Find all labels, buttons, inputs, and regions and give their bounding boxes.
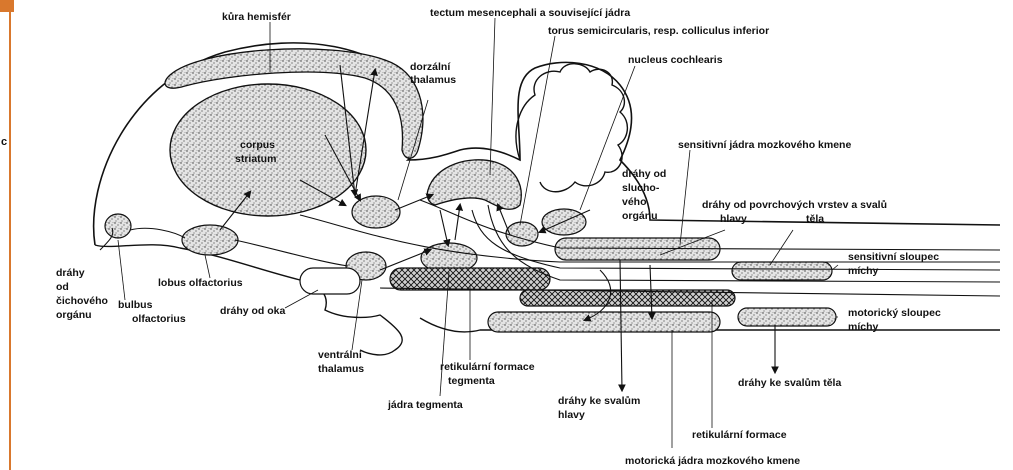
label-mot-sloupec-1: motorický sloupec: [848, 307, 941, 319]
label-ventralni-1: ventrální: [318, 349, 363, 361]
label-svaly-hlavy-2: hlavy: [558, 409, 585, 421]
label-cich-4: orgánu: [56, 309, 92, 321]
label-torus: torus semicircularis, resp. colliculus i…: [548, 25, 769, 37]
lobus-olfactorius-shape: [182, 225, 238, 255]
label-svaly-hlavy-1: dráhy ke svalům: [558, 395, 640, 407]
label-sens-sloupec-2: míchy: [848, 265, 879, 277]
label-mot-sloupec-2: míchy: [848, 321, 879, 333]
label-motoricka-jadra: motorická jádra mozkového kmene: [625, 455, 800, 467]
label-tectum: tectum mesencephali a související jádra: [430, 7, 630, 19]
label-povrch-2: hlavy: [720, 213, 747, 225]
label-sluch-3: vého: [622, 196, 647, 208]
label-sluch-1: dráhy od: [622, 168, 666, 180]
label-bulbus-2: olfactorius: [132, 313, 186, 325]
tectum-shape: [427, 160, 521, 209]
label-sluch-2: slucho-: [622, 182, 660, 194]
cerebellum-lobes: [516, 64, 627, 192]
label-svaly-tela: dráhy ke svalům těla: [738, 377, 841, 389]
label-corpus: corpus: [240, 139, 275, 151]
label-dorzalni-2: thalamus: [410, 74, 456, 86]
label-nucleus-cochlearis: nucleus cochlearis: [628, 54, 723, 66]
optic-tract-tube: [300, 268, 360, 294]
label-povrch-1: dráhy od povrchových vrstev a svalů: [702, 199, 887, 211]
motoricke-jadra-bar: [488, 312, 720, 332]
label-cich-1: dráhy: [56, 267, 85, 279]
label-cich-2: od: [56, 281, 69, 293]
label-kura-hemisfer: kůra hemisfér: [222, 11, 291, 23]
label-bulbus-1: bulbus: [118, 299, 153, 311]
label-sluch-4: orgánu: [622, 210, 658, 222]
label-cich-3: čichového: [56, 295, 108, 307]
label-dorzalni-1: dorzální: [410, 61, 451, 73]
sensitivni-sloupec-bar: [732, 262, 832, 280]
label-retikularni-formace: retikulární formace: [692, 429, 787, 441]
label-retik-teg-2: tegmenta: [448, 375, 495, 387]
label-ventralni-2: thalamus: [318, 363, 364, 375]
bulbus-olfactorius-shape: [105, 214, 131, 238]
dorzalni-thalamus-shape: [352, 196, 400, 228]
label-sensitivni-jadra: sensitivní jádra mozkového kmene: [678, 139, 851, 151]
label-povrch-3: těla: [806, 213, 824, 225]
label-lobus: lobus olfactorius: [158, 277, 243, 289]
torus-shape: [506, 222, 538, 246]
label-retik-teg-1: retikulární formace: [440, 361, 535, 373]
label-striatum: striatum: [235, 153, 276, 165]
label-sens-sloupec-1: sensitivní sloupec: [848, 251, 939, 263]
label-drahy-oka: dráhy od oka: [220, 305, 286, 317]
motoricky-sloupec-bar: [738, 308, 836, 326]
label-jadra-tegmenta: jádra tegmenta: [387, 399, 463, 411]
